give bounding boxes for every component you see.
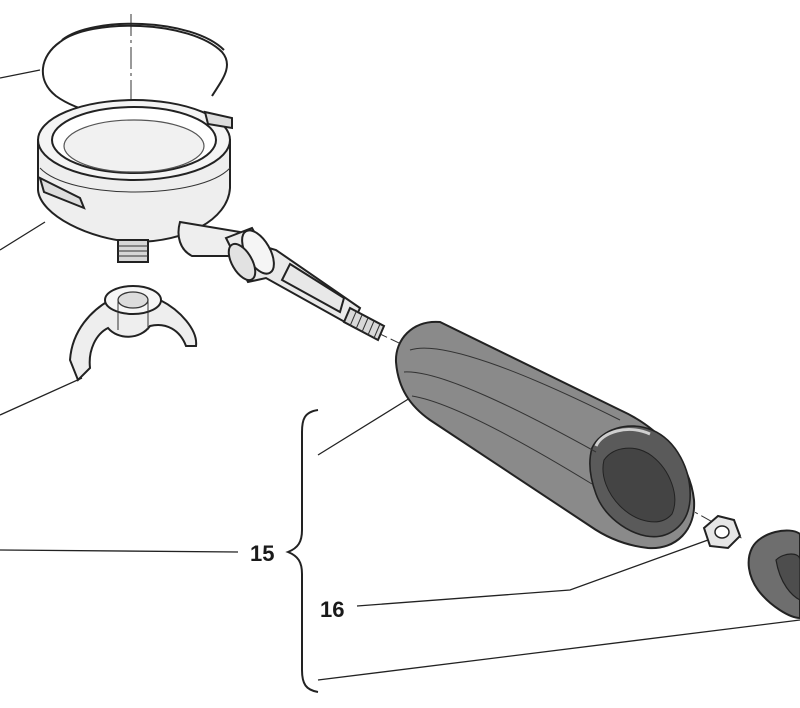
- callout-15: 15: [250, 541, 274, 566]
- callout-16: 16: [320, 597, 344, 622]
- leader-15: [0, 549, 239, 553]
- leader-handle: [317, 397, 411, 456]
- end-cap: [747, 529, 800, 620]
- leader-spout: [0, 377, 83, 416]
- group-brace: [285, 409, 319, 693]
- leader-spring: [0, 69, 41, 79]
- leader-end-cap: [317, 619, 800, 681]
- filter-holder: [37, 99, 252, 263]
- double-spout: [68, 285, 198, 382]
- leader-filter-holder: [0, 221, 46, 251]
- hex-nut: [702, 514, 742, 550]
- handle-shaft: [224, 226, 386, 342]
- grip-handle: [394, 320, 696, 550]
- leader-16: [356, 539, 709, 607]
- leader-lines: [0, 69, 800, 681]
